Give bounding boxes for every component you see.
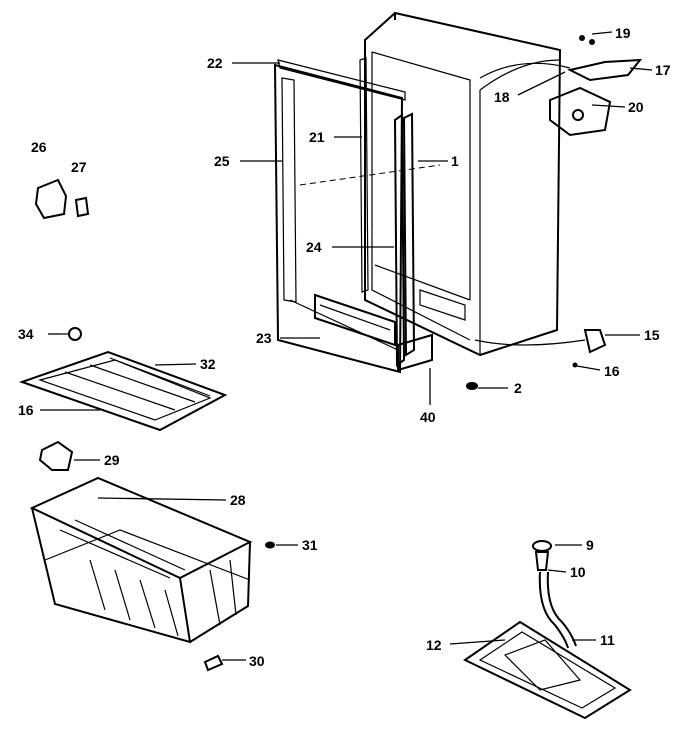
callout-31: 31 xyxy=(302,537,318,553)
callout-24: 24 xyxy=(306,239,322,255)
screw xyxy=(265,541,275,549)
basket-stop xyxy=(203,654,224,672)
callout-23: 23 xyxy=(256,330,272,346)
door-frame xyxy=(273,63,441,374)
callout-34: 34 xyxy=(18,326,34,342)
callout-27: 27 xyxy=(71,159,87,175)
callout-17: 17 xyxy=(655,62,671,78)
breaker-strips xyxy=(359,57,416,367)
shelf xyxy=(18,327,228,432)
hinge-assembly xyxy=(479,35,643,137)
callout-1: 1 xyxy=(451,153,459,169)
callout-16-cord: 16 xyxy=(604,363,620,379)
callout-21: 21 xyxy=(309,129,325,145)
callout-29: 29 xyxy=(104,452,120,468)
callout-labels: 22 21 1 25 24 23 40 2 15 16 19 17 18 20 … xyxy=(18,25,671,669)
leveling-leg xyxy=(466,382,478,390)
control-knob xyxy=(34,178,90,220)
callout-12: 12 xyxy=(426,637,442,653)
callout-28: 28 xyxy=(230,492,246,508)
callout-25: 25 xyxy=(214,153,230,169)
callout-22: 22 xyxy=(207,55,223,71)
shelf-clip xyxy=(38,440,74,471)
callout-26: 26 xyxy=(31,139,47,155)
callout-18: 18 xyxy=(494,89,510,105)
callout-32: 32 xyxy=(200,356,216,372)
cabinet xyxy=(364,11,562,357)
wire-basket xyxy=(29,476,253,644)
leader-lines xyxy=(40,31,653,661)
callout-15: 15 xyxy=(644,327,660,343)
callout-30: 30 xyxy=(249,653,265,669)
door-gasket xyxy=(277,59,406,101)
callout-20: 20 xyxy=(628,99,644,115)
callout-40: 40 xyxy=(420,409,436,425)
callout-11: 11 xyxy=(600,632,615,648)
callout-9: 9 xyxy=(586,537,594,553)
callout-10: 10 xyxy=(570,564,586,580)
power-cord xyxy=(474,329,607,368)
callout-19: 19 xyxy=(615,25,631,41)
bottom-trim xyxy=(314,293,433,372)
callout-16-shelf: 16 xyxy=(18,402,34,418)
drain-assembly xyxy=(463,540,632,720)
callout-2: 2 xyxy=(514,380,522,396)
